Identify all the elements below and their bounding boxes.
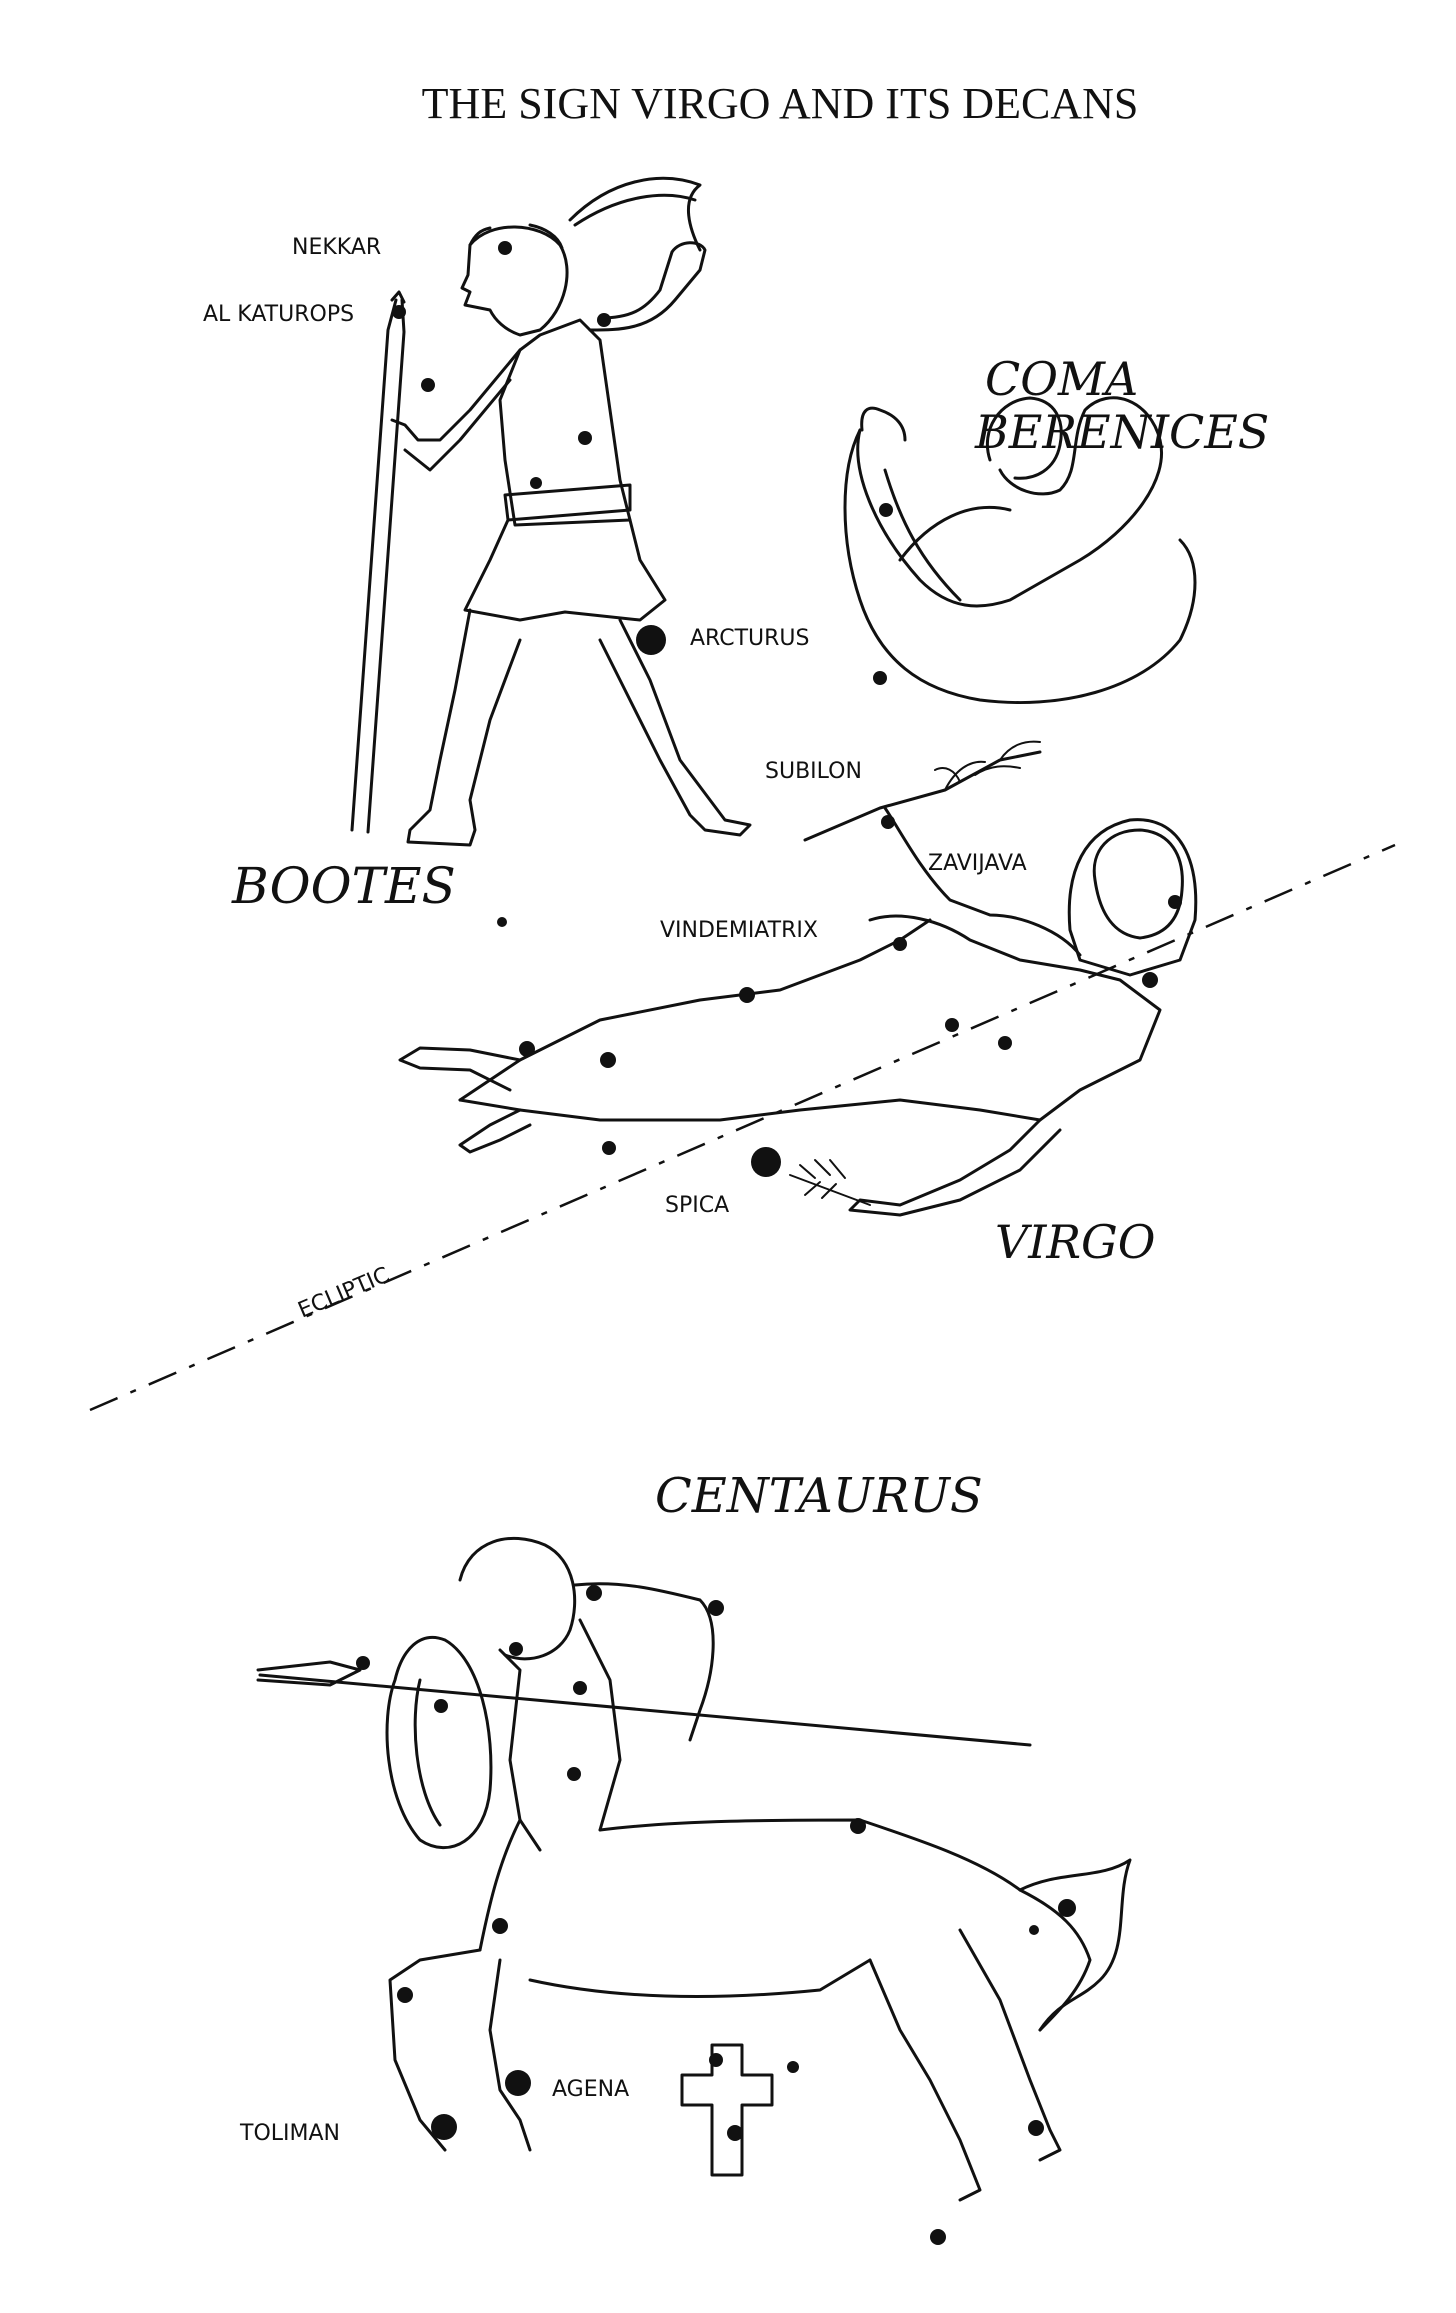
label-zavijava: ZAVIJAVA (928, 851, 1027, 876)
label-ecliptic: ECLIPTIC (295, 1263, 394, 1324)
star-al-katurops-dot (392, 305, 406, 319)
bootes-leg-left (408, 610, 520, 845)
bootes-skirt (465, 520, 665, 620)
label-subilon: SUBILON (765, 759, 862, 784)
label-agena: AGENA (552, 2077, 629, 2102)
virgo-gown (460, 916, 1160, 1120)
star-nekkar-dot (498, 241, 512, 255)
centaurus-shield (387, 1637, 491, 1847)
bootes-figure (352, 178, 750, 845)
label-coma-line1: COMA (985, 352, 1138, 406)
bootes-belt (505, 485, 630, 520)
star-zavijava-dot (1168, 895, 1182, 909)
virgo-figure (400, 742, 1196, 1215)
label-spica: SPICA (665, 1193, 729, 1218)
star-vindemiatrix-dot (893, 937, 907, 951)
star-agena-dot (505, 2070, 531, 2096)
label-toliman: TOLIMAN (239, 2121, 340, 2146)
star-toliman-dot (431, 2114, 457, 2140)
virgo-head (1094, 830, 1182, 938)
star-spica-dot (751, 1147, 781, 1177)
bootes-sickle (570, 178, 700, 250)
centaurus-head (460, 1538, 575, 1658)
label-vindemiatrix: VINDEMIATRIX (660, 918, 818, 943)
label-virgo: VIRGO (995, 1215, 1155, 1269)
southern-cross (682, 2045, 772, 2175)
centaurus-figure (258, 1538, 1130, 2200)
label-bootes: BOOTES (231, 857, 456, 915)
bootes-head (462, 227, 567, 335)
label-al-katurops: AL KATUROPS (203, 302, 354, 327)
star-arcturus-dot (636, 625, 666, 655)
label-centaurus: CENTAURUS (655, 1468, 983, 1524)
label-coma-line2: BERENICES (974, 405, 1269, 459)
label-arcturus: ARCTURUS (690, 626, 810, 651)
bootes-staff-edge (368, 300, 404, 832)
page-title: THE SIGN VIRGO AND ITS DECANS (422, 79, 1139, 128)
centaurus-spear (260, 1675, 1030, 1745)
star-subilon-dot (881, 815, 895, 829)
label-nekkar: NEKKAR (292, 235, 381, 260)
